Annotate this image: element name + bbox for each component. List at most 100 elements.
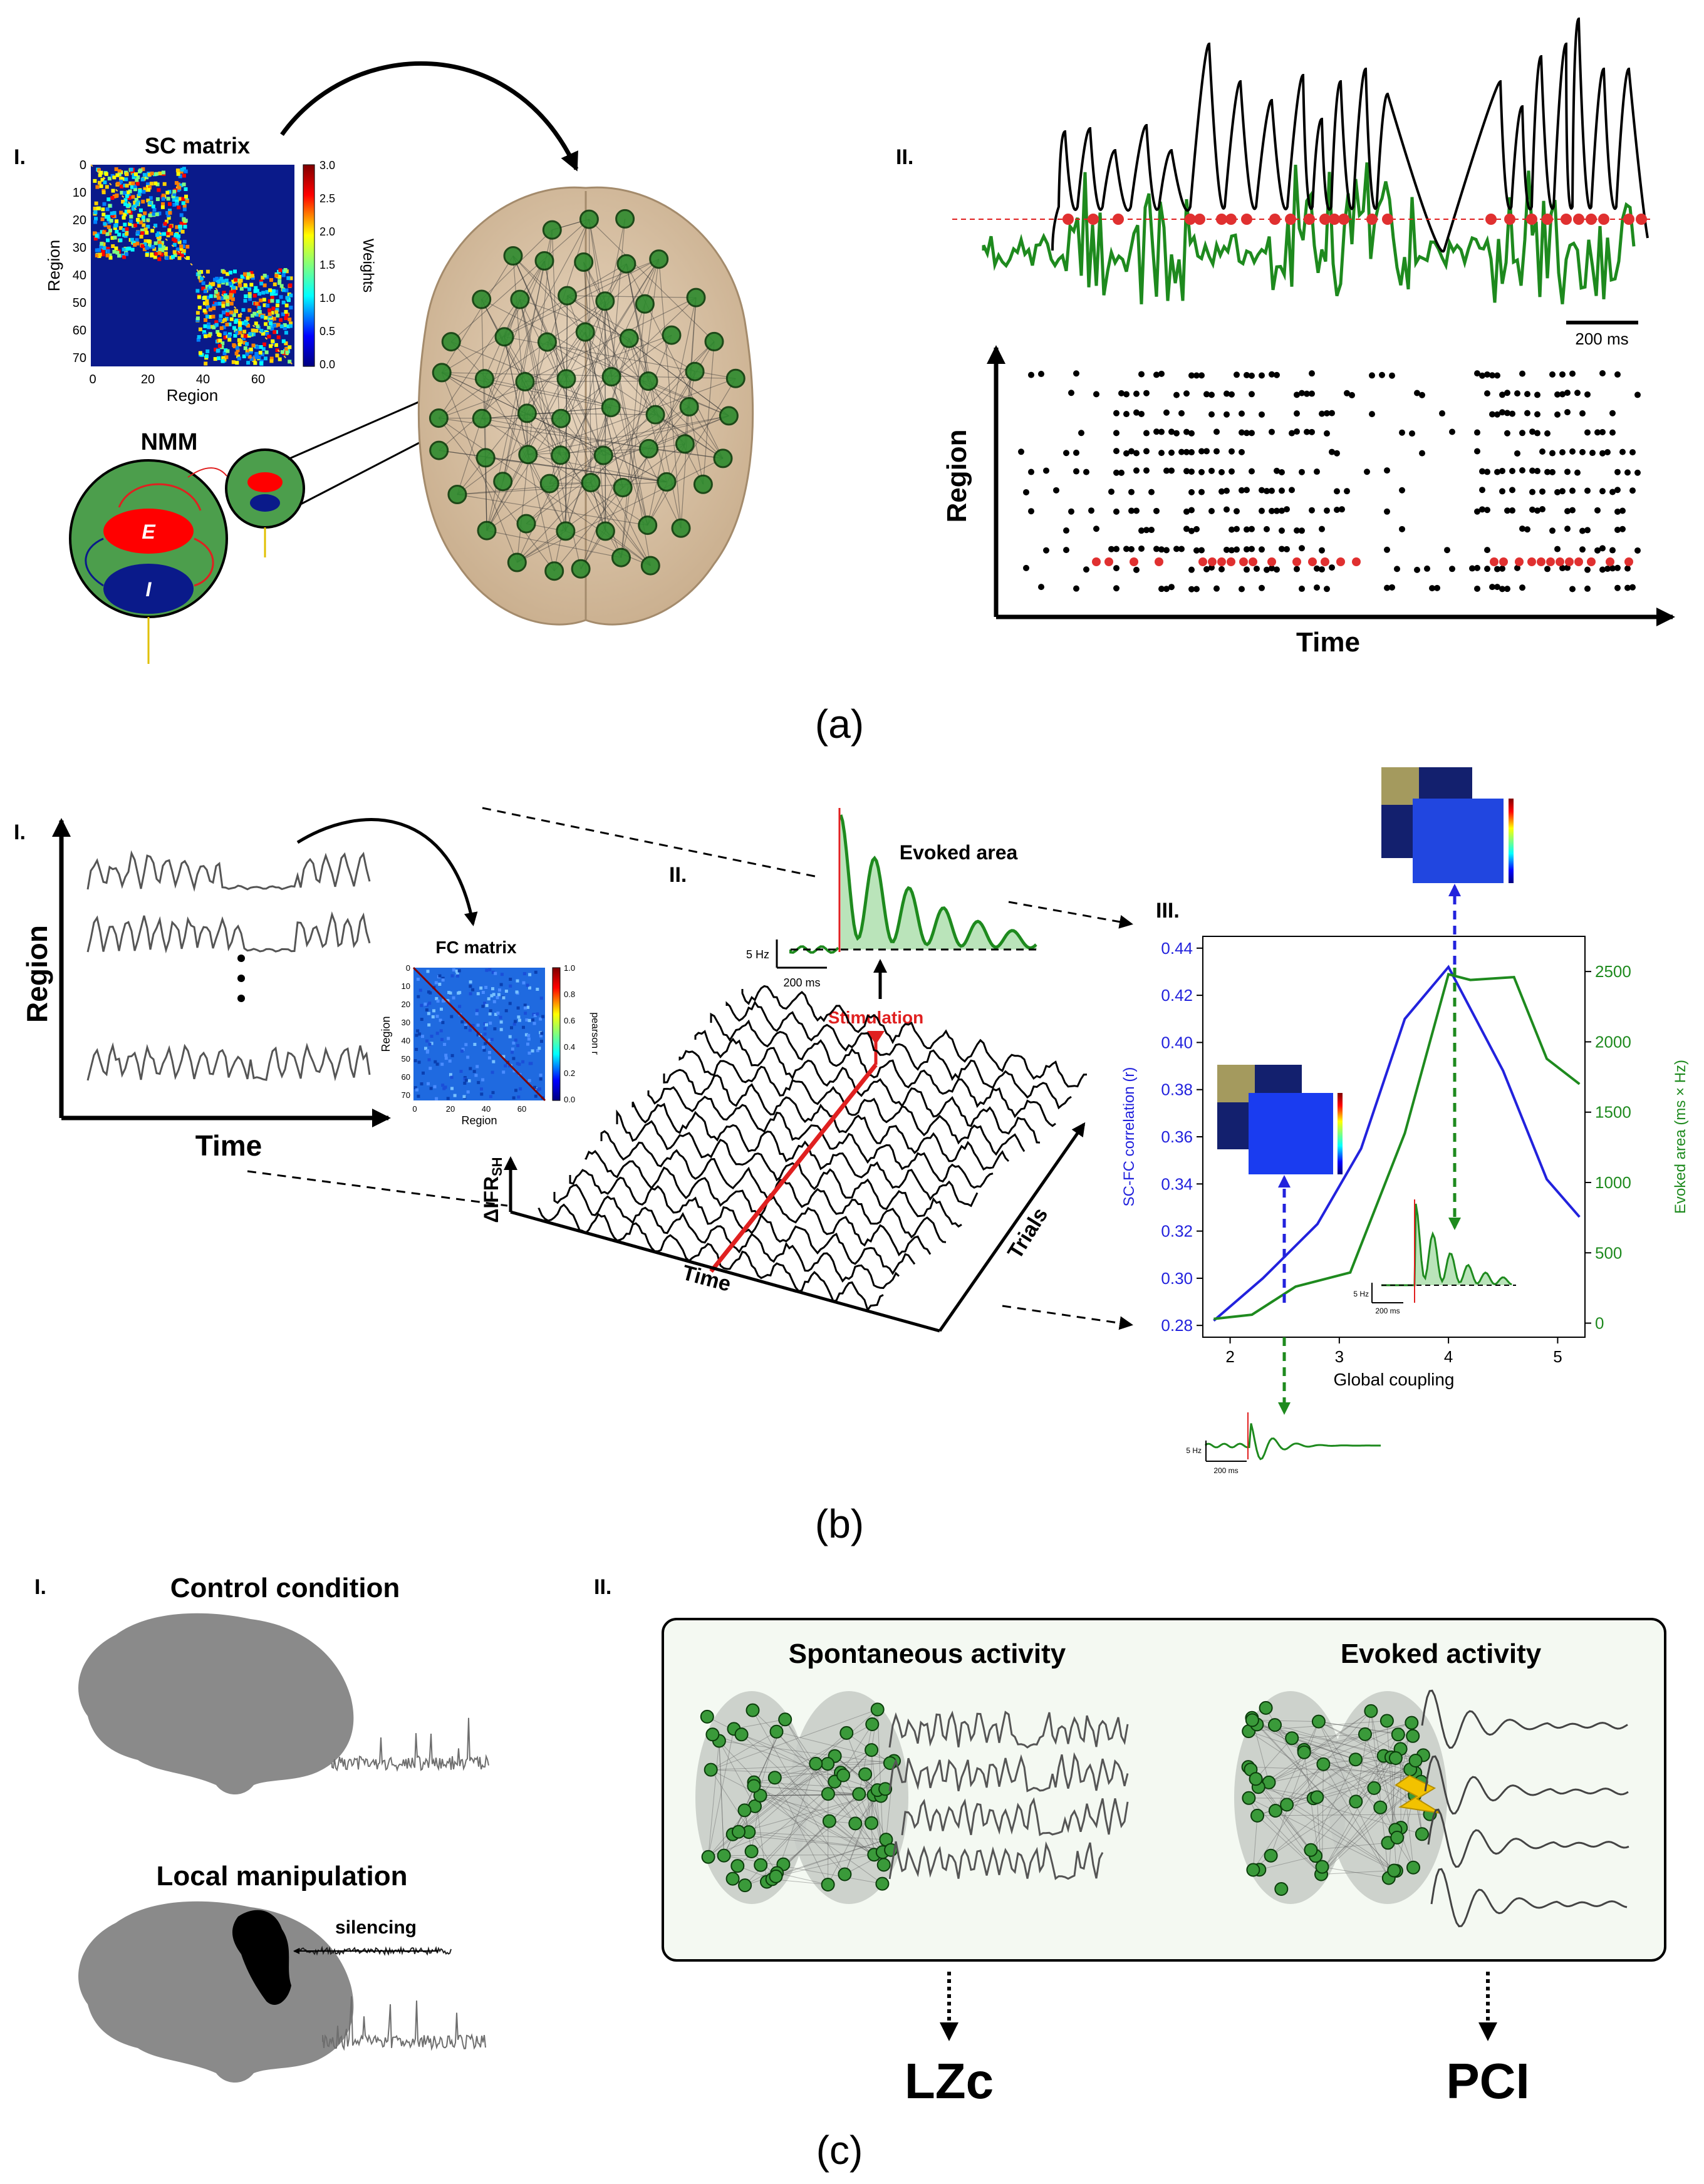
network-edge <box>1286 1710 1371 1805</box>
network-edge <box>519 299 561 455</box>
threshold-spike <box>1239 557 1248 566</box>
fc-cell <box>482 1048 486 1052</box>
matrix-cell <box>115 251 120 255</box>
network-edge <box>1292 1737 1356 1760</box>
matrix-cell <box>134 198 138 202</box>
matrix-cell <box>221 319 225 323</box>
network-edge <box>760 1793 860 1796</box>
spike <box>1554 411 1561 418</box>
matrix-cell <box>154 172 158 176</box>
network-edge <box>732 1834 891 1851</box>
spike <box>1599 428 1606 435</box>
network-node <box>769 1724 784 1739</box>
matrix-cell <box>203 289 207 293</box>
matrix-cell <box>166 214 170 217</box>
spike <box>1584 429 1591 436</box>
matrix-cell <box>242 341 247 345</box>
network-edge <box>708 1729 734 1857</box>
fc-cell <box>469 980 472 984</box>
network-edge <box>620 304 645 558</box>
matrix-cell <box>107 177 112 180</box>
matrix-cell <box>231 279 236 284</box>
fc-cell <box>475 1012 479 1016</box>
matrix-cell <box>185 256 190 260</box>
spike <box>1309 390 1315 397</box>
spike <box>1173 391 1180 398</box>
spike <box>1128 507 1135 514</box>
matrix-cell <box>167 190 172 194</box>
spike <box>1193 372 1200 379</box>
matrix-cell <box>281 339 286 343</box>
spike <box>1514 450 1520 457</box>
matrix-cell <box>276 335 281 339</box>
network-node <box>515 371 535 391</box>
spike <box>1073 449 1079 456</box>
matrix-cell <box>111 244 115 248</box>
fc-cell <box>483 1032 487 1036</box>
network-edge <box>1322 1764 1324 1867</box>
matrix-cell <box>238 321 242 325</box>
matrix-cell <box>182 167 186 171</box>
matrix-cell <box>135 178 139 182</box>
network-node <box>556 369 576 389</box>
matrix-cell <box>118 226 123 230</box>
fc-cell <box>440 1007 443 1011</box>
matrix-cell <box>233 334 237 338</box>
fc-cell <box>423 1002 427 1006</box>
matrix-cell <box>146 182 150 187</box>
fc-cell <box>468 1028 472 1032</box>
threshold-spike <box>1217 557 1226 566</box>
matrix-cell <box>93 231 96 235</box>
fc-cell <box>504 1064 507 1068</box>
fc-cbar-tick: 0.2 <box>564 1069 575 1078</box>
spike <box>1208 508 1215 515</box>
fc-cell <box>491 970 495 974</box>
matrix-cell <box>256 345 259 349</box>
matrix-cell <box>123 222 127 227</box>
matrix-cell <box>228 281 232 286</box>
fc-cell <box>494 1013 497 1017</box>
matrix-cell <box>251 332 256 336</box>
matrix-cell <box>145 175 149 180</box>
spike <box>1269 487 1275 494</box>
matrix-cell <box>174 181 179 185</box>
fc-cell <box>541 1015 545 1018</box>
network-node <box>821 1878 835 1892</box>
spike <box>1289 430 1295 437</box>
network-edge <box>744 1749 872 1811</box>
matrix-cell <box>119 179 123 184</box>
matrix-cell <box>141 215 145 219</box>
fc-cell <box>417 1060 421 1064</box>
spike <box>1584 585 1591 592</box>
matrix-cell <box>206 296 210 299</box>
network-edge <box>517 458 724 563</box>
raster-ylabel: Region <box>942 429 972 522</box>
matrix-cell <box>172 250 177 254</box>
matrix-cell <box>278 275 282 279</box>
matrix-cell <box>283 326 287 330</box>
matrix-cell <box>184 169 188 173</box>
fc-cell <box>540 1032 544 1035</box>
fc-xtick: 40 <box>482 1104 491 1114</box>
matrix-cell <box>202 330 206 334</box>
fc-cell <box>499 983 503 986</box>
matrix-cell <box>239 279 243 282</box>
spike <box>1193 586 1200 593</box>
silenced-region <box>232 1910 291 2005</box>
matrix-cell <box>220 345 224 349</box>
network-edge <box>481 418 648 526</box>
matrix-cell <box>140 231 145 235</box>
fc-cell <box>502 996 506 1000</box>
network-edge <box>1258 1710 1371 1788</box>
matrix-cell <box>208 315 212 319</box>
network-node <box>1274 1882 1289 1896</box>
spike <box>1504 430 1510 437</box>
spike <box>1579 546 1586 553</box>
threshold-dot <box>1504 214 1515 225</box>
network-node <box>1390 1830 1405 1845</box>
spike <box>1554 489 1561 495</box>
matrix-cell <box>217 301 222 306</box>
matrix-cell <box>229 271 232 275</box>
spike <box>1554 391 1561 398</box>
